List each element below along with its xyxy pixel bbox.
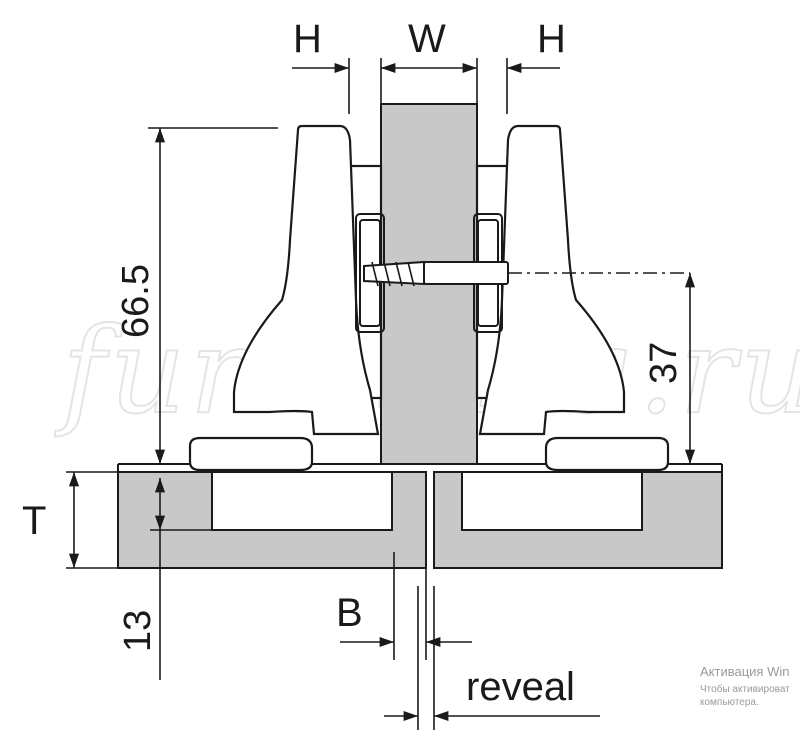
label-reveal: reveal xyxy=(466,665,575,709)
dimension-66-5 xyxy=(148,127,278,464)
dimension-reveal xyxy=(384,586,600,730)
cup-hole-left xyxy=(211,471,393,531)
activation-line-3: компьютера. xyxy=(700,697,759,708)
activation-line-1: Активация Win xyxy=(700,664,789,679)
label-w: W xyxy=(408,17,446,61)
door-panels xyxy=(117,463,723,569)
activation-line-2: Чтобы активироват xyxy=(700,683,790,695)
dimension-13 xyxy=(150,478,212,680)
dimension-t xyxy=(66,471,118,569)
label-37: 37 xyxy=(643,342,685,384)
label-13: 13 xyxy=(117,610,159,652)
label-b: B xyxy=(336,591,363,635)
label-66-5: 66.5 xyxy=(115,264,157,338)
label-t: T xyxy=(22,499,46,543)
label-h-left: H xyxy=(293,17,322,61)
cup-hole-right xyxy=(461,471,643,531)
screw xyxy=(363,260,509,287)
top-dimensions xyxy=(292,58,560,114)
label-h-right: H xyxy=(537,17,566,61)
